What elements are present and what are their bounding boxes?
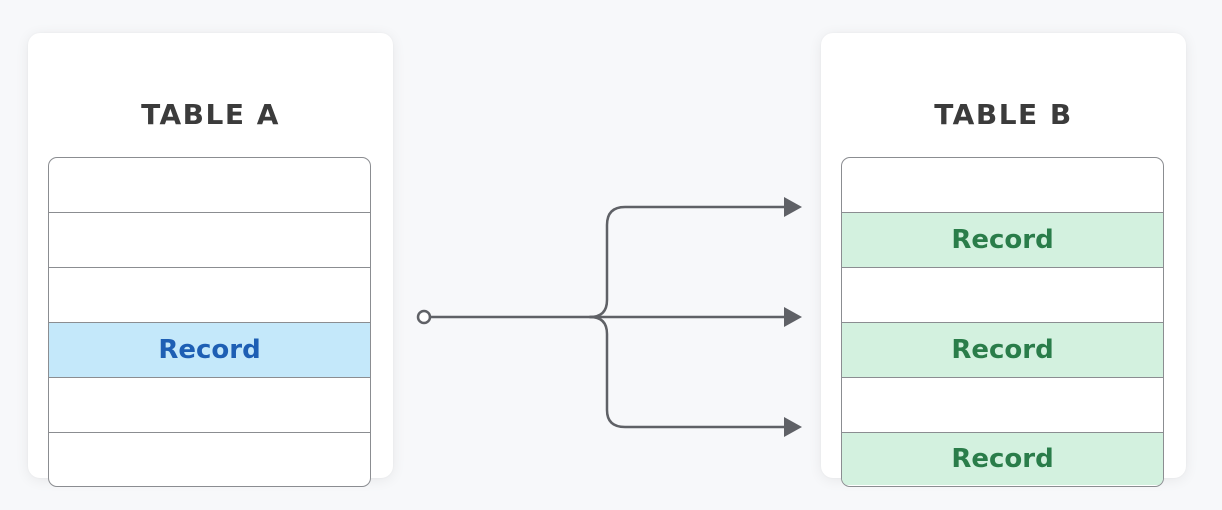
table-b-record-row-3: Record bbox=[842, 433, 1163, 485]
arrowhead-middle bbox=[784, 307, 802, 327]
table-b: Record Record Record bbox=[841, 157, 1164, 487]
table-b-title: TABLE B bbox=[934, 98, 1073, 131]
table-a-row-2 bbox=[49, 213, 370, 268]
table-a-record-row: Record bbox=[49, 323, 370, 378]
table-a-row-3 bbox=[49, 268, 370, 323]
table-a: Record bbox=[48, 157, 371, 487]
table-b-row-3 bbox=[842, 268, 1163, 323]
table-b-row-1 bbox=[842, 158, 1163, 213]
table-a-row-1 bbox=[49, 158, 370, 213]
table-a-row-5 bbox=[49, 378, 370, 433]
table-b-row-5 bbox=[842, 378, 1163, 433]
arrowhead-bottom bbox=[784, 417, 802, 437]
arrowhead-top bbox=[784, 197, 802, 217]
table-b-card: TABLE B Record Record Record bbox=[821, 33, 1186, 487]
table-a-title: TABLE A bbox=[141, 98, 280, 131]
table-b-record-row-2: Record bbox=[842, 323, 1163, 378]
connector-branch-top bbox=[588, 205, 790, 319]
table-b-record-row-1: Record bbox=[842, 213, 1163, 268]
connector-branch-bottom bbox=[588, 315, 790, 429]
table-a-card: TABLE A Record bbox=[28, 33, 393, 487]
connector-origin-dot bbox=[416, 309, 432, 325]
